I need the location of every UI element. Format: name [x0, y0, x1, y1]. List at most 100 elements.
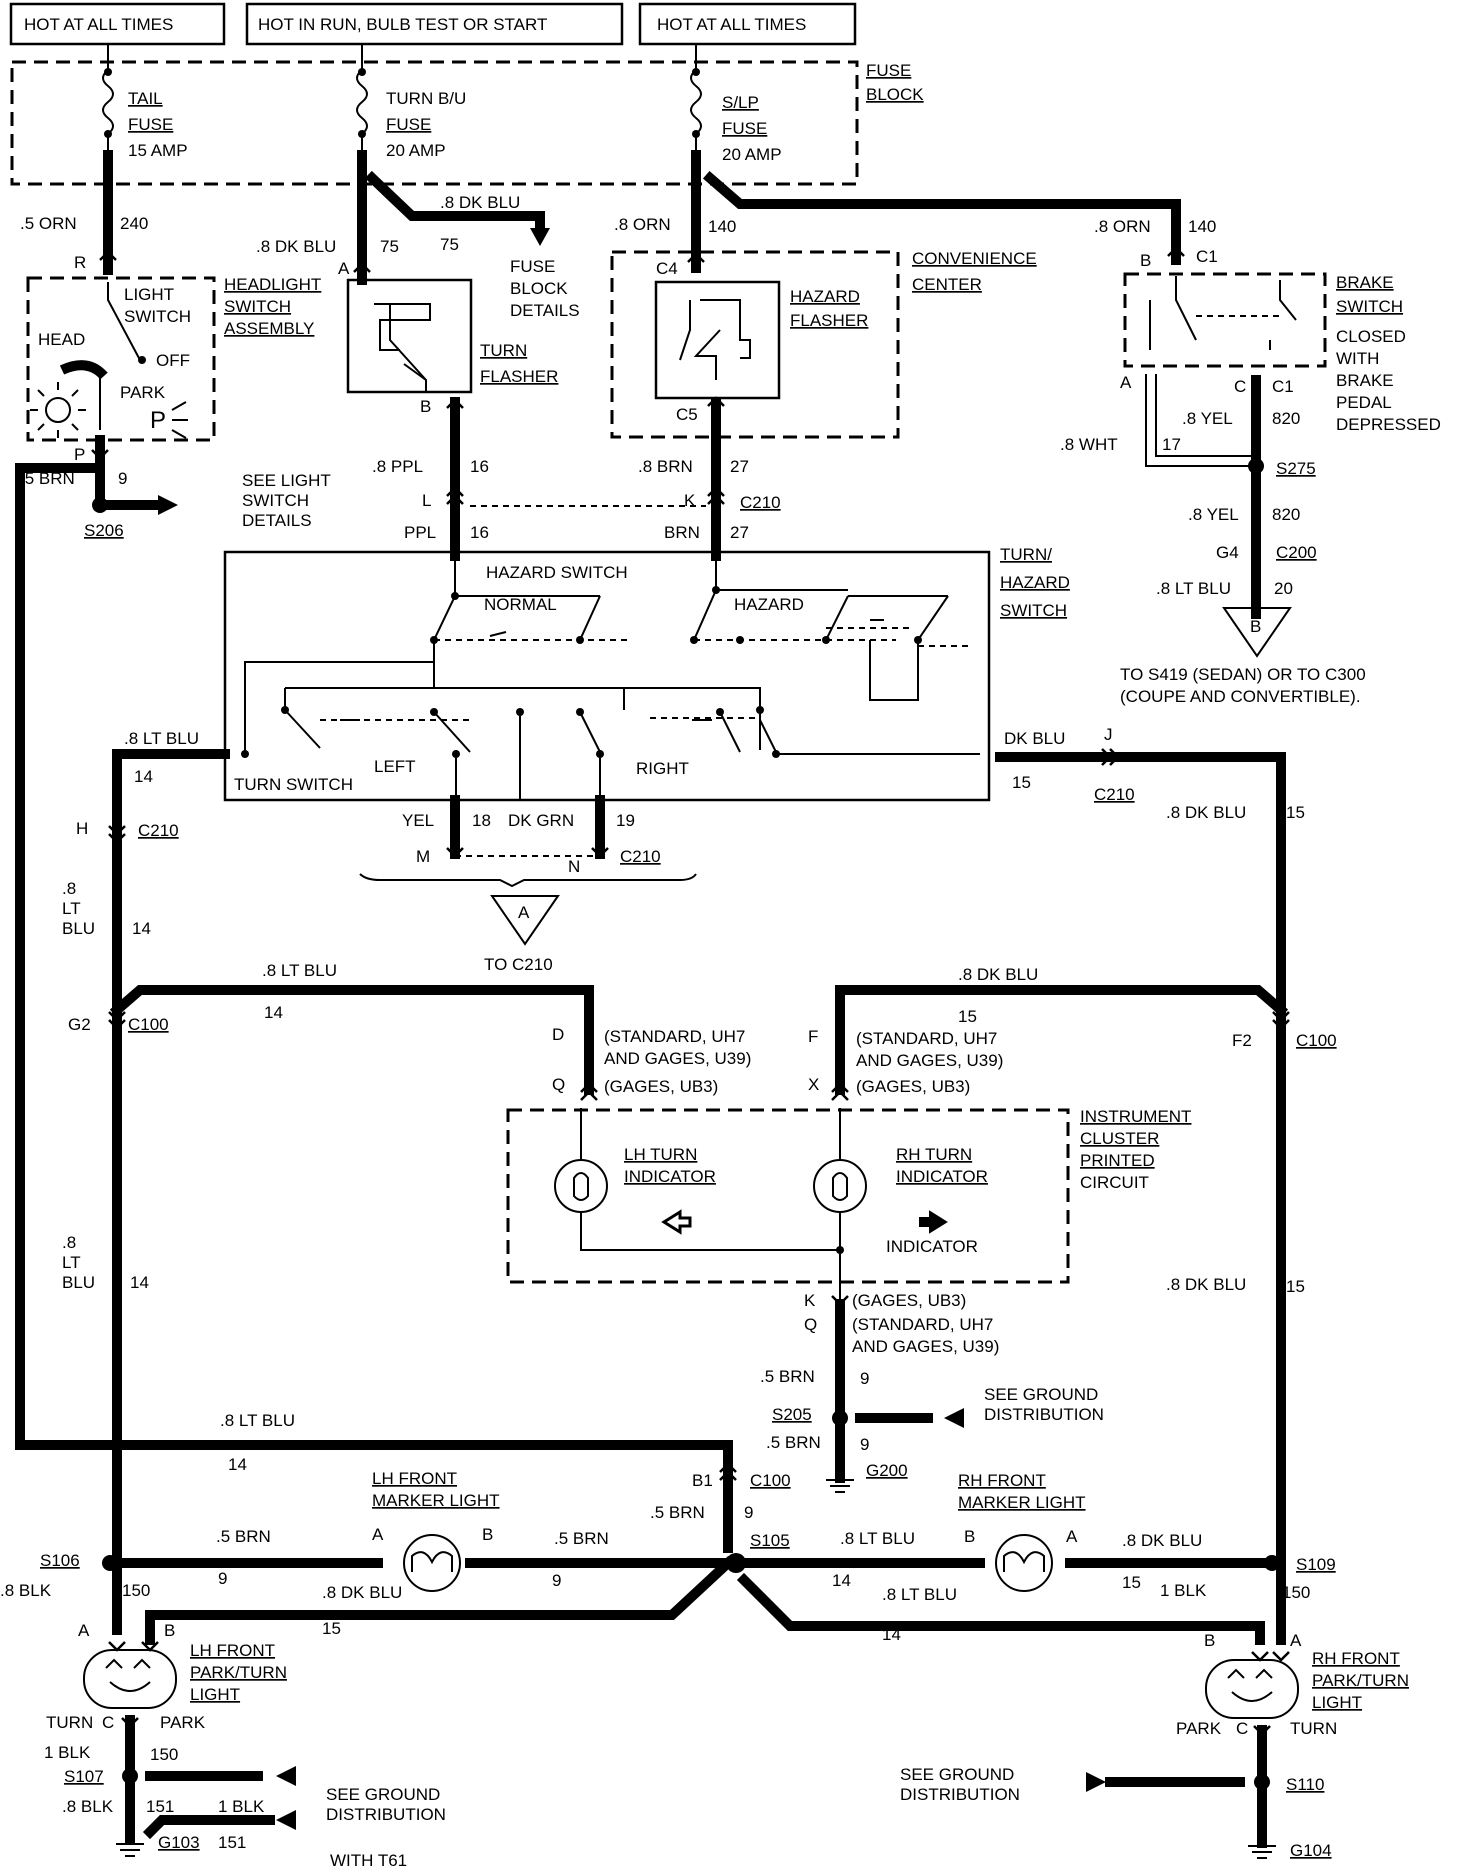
wire-s206-9: 9: [118, 469, 127, 488]
pin-turn-flasher-a: A: [338, 259, 350, 278]
wire-8dkblu-15-b: .8 DK BLU: [958, 965, 1038, 984]
pin-rh-park-a: A: [1290, 1631, 1302, 1650]
tail-fuse-rating: 15 AMP: [128, 141, 188, 160]
wire-1blk-150-a: .8 BLK: [62, 1797, 114, 1816]
wire-8yel-820-b: .8 YEL: [1188, 505, 1239, 524]
wire-15-b: 15: [1286, 803, 1305, 822]
wire-5brn-9-e: .8 LT BLU: [840, 1529, 915, 1548]
wire-8blk-150-b: 1 BLK: [44, 1743, 91, 1762]
splice-s106-label: S106: [40, 1551, 80, 1570]
wire-75-a: 75: [380, 237, 399, 256]
pin-turn-flasher-b: B: [420, 397, 431, 416]
wire-8orn-c4: .8 ORN: [614, 215, 671, 234]
left-arrow-icon: [661, 1209, 692, 1235]
see-ground-2: DISTRIBUTION: [984, 1405, 1104, 1424]
fuse-details-3: DETAILS: [510, 301, 580, 320]
conn-c210-bottom: C210: [620, 847, 661, 866]
hazard-flasher-label-1: HAZARD: [790, 287, 860, 306]
pin-brake-c1-bottom: C1: [1272, 377, 1294, 396]
pin-x: X: [808, 1075, 819, 1094]
splice-s206-label: S206: [84, 521, 124, 540]
cluster-std-d-2: AND GAGES, U39): [604, 1049, 751, 1068]
pin-rh-marker-b: B: [964, 1527, 975, 1546]
brake-switch-title-1: BRAKE: [1336, 273, 1394, 292]
pin-f: F: [808, 1027, 818, 1046]
cluster-std-q-1: (STANDARD, UH7: [852, 1315, 993, 1334]
brake-note-4: PEDAL: [1336, 393, 1392, 412]
pin-rh-park-c: C: [1236, 1719, 1248, 1738]
pin-c5: C5: [676, 405, 698, 424]
lh-marker-label-1: LH FRONT: [372, 1469, 457, 1488]
wire-8dkblu-15-d: .8 DK BLU: [1122, 1531, 1202, 1550]
wire-27-a: 27: [730, 457, 749, 476]
wire-19: 19: [616, 811, 635, 830]
convenience-center-1: CONVENIENCE: [912, 249, 1037, 268]
lh-turn-pin-label: TURN: [46, 1713, 93, 1732]
see-ground-rh-1: SEE GROUND: [900, 1765, 1014, 1784]
wire-9-c: 9: [552, 1571, 561, 1590]
conn-c100-right: C100: [1296, 1031, 1337, 1050]
wire-17: 17: [1162, 435, 1181, 454]
cluster-gages-k: (GAGES, UB3): [852, 1291, 966, 1310]
wire-14-a: 14: [134, 767, 153, 786]
cluster-std-d-1: (STANDARD, UH7: [604, 1027, 745, 1046]
see-light-switch-2: SWITCH: [242, 491, 309, 510]
pin-lh-marker-a: A: [372, 1525, 384, 1544]
pin-brake-b: B: [1140, 251, 1151, 270]
rh-marker-bulb-icon: [995, 1534, 1053, 1592]
ground-g200-icon: [826, 1479, 854, 1493]
wire-8dkblu-15-e: 1 BLK: [1160, 1581, 1207, 1600]
pin-lh-park-b: B: [164, 1621, 175, 1640]
rh-turn-pin-label: TURN: [1290, 1719, 1337, 1738]
conn-c100-mid: C100: [750, 1471, 791, 1490]
headlight-switch-outline: [26, 276, 216, 442]
conn-c100-left: C100: [128, 1015, 169, 1034]
turn-hazard-title-3: SWITCH: [1000, 601, 1067, 620]
wire-14-f: 150: [122, 1581, 150, 1600]
ground-g104-icon: [1248, 1845, 1276, 1859]
lh-park-label-3: LIGHT: [190, 1685, 240, 1704]
wire-5brn-9-d: .8 DK BLU: [322, 1583, 402, 1602]
lh-park-label-2: PARK/TURN: [190, 1663, 287, 1682]
conn-c210-right: C210: [1094, 785, 1135, 804]
wire-9-a: 14: [228, 1455, 247, 1474]
lh-park-turn-bulb-icon: [83, 1649, 177, 1709]
rh-park-label-1: RH FRONT: [1312, 1649, 1400, 1668]
rh-marker-label-2: MARKER LIGHT: [958, 1493, 1086, 1512]
wire-150-b: 9: [860, 1435, 869, 1454]
ground-g104-label: G104: [1290, 1841, 1332, 1860]
pin-k: K: [684, 491, 696, 510]
wire-18: 18: [472, 811, 491, 830]
brake-switch-title-2: SWITCH: [1336, 297, 1403, 316]
wire-lt-b: LT: [62, 1253, 81, 1272]
cluster-title-2: CLUSTER: [1080, 1129, 1159, 1148]
connector-chevrons: [91, 246, 1290, 1736]
conn-c210-top: C210: [740, 493, 781, 512]
rh-park-turn-bulb-icon: [1205, 1659, 1299, 1719]
splice-s205-label: S205: [772, 1405, 812, 1424]
power-label-3: HOT AT ALL TIMES: [657, 15, 806, 34]
wire-harness: [15, 150, 1289, 1848]
pin-d: D: [552, 1025, 564, 1044]
brake-note-5: DEPRESSED: [1336, 415, 1441, 434]
turn-flasher-label-1: TURN: [480, 341, 527, 360]
wire-27-b: 27: [730, 523, 749, 542]
with-t61-label: WITH T61: [330, 1851, 407, 1868]
pin-q: Q: [552, 1075, 565, 1094]
right-label: RIGHT: [636, 759, 689, 778]
wire-8ltblu-14-c: .5 BRN: [216, 1527, 271, 1546]
splice-s275-label: S275: [1276, 459, 1316, 478]
headlight-bulb-icon: [45, 397, 71, 423]
rh-park-label-2: PARK/TURN: [1312, 1671, 1409, 1690]
normal-label: NORMAL: [484, 595, 557, 614]
pin-j: J: [1104, 725, 1113, 744]
wire-3blk: .5 BRN: [766, 1433, 821, 1452]
wire-8dkblu-15-c: .8 DK BLU: [1166, 1275, 1246, 1294]
turn-bu-fuse-icon: [356, 69, 368, 155]
right-arrow-icon: [919, 1210, 948, 1234]
wire-9-f: 14: [882, 1625, 901, 1644]
splice-s206: [92, 497, 108, 513]
tail-fuse-icon: [102, 69, 114, 155]
wire-9-d: 15: [322, 1619, 341, 1638]
power-source-box-2: [245, 2, 624, 46]
